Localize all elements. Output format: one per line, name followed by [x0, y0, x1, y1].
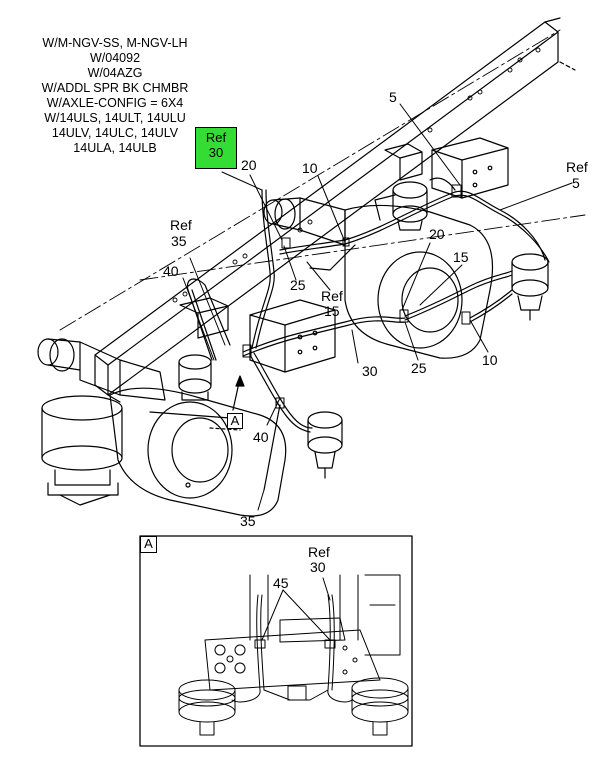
- callout-20[interactable]: 20: [241, 157, 257, 173]
- detail-a-label: A: [140, 536, 157, 553]
- note-line: W/M-NGV-SS, M-NGV-LH: [42, 36, 188, 50]
- ref-number: 30: [208, 145, 224, 160]
- callout-10[interactable]: 10: [302, 160, 318, 176]
- note-line: W/04AZG: [87, 66, 143, 80]
- detail-a-drawing: [178, 574, 409, 736]
- brake-chamber-rear-right: [511, 253, 549, 321]
- callout-20-right[interactable]: 20: [429, 226, 445, 242]
- brake-chamber-front-right: [307, 411, 343, 479]
- detail-a-frame: [139, 535, 413, 747]
- brake-chamber-front-left: [178, 354, 212, 401]
- callout-ref35-num[interactable]: 35: [171, 233, 187, 249]
- note-line: W/ADDL SPR BK CHMBR: [41, 81, 189, 95]
- rear-axle-hub: [263, 197, 346, 246]
- callout-ref15-ref[interactable]: Ref: [321, 288, 343, 304]
- note-line: W/AXLE-CONFIG = 6X4: [46, 96, 184, 110]
- front-axle-hub: [37, 338, 166, 401]
- view-arrow: [232, 375, 245, 411]
- callout-ref15-num[interactable]: 15: [324, 303, 340, 319]
- air-hose-15: [404, 270, 513, 323]
- detail-ref-number[interactable]: 30: [310, 559, 326, 575]
- bracket-front: [249, 299, 336, 373]
- hose-clips: [242, 184, 471, 409]
- ref-30-highlight[interactable]: Ref 30: [195, 127, 237, 169]
- note-line: 14ULA, 14ULB: [73, 141, 157, 155]
- callout-15[interactable]: 15: [453, 249, 469, 265]
- callout-30[interactable]: 30: [362, 363, 378, 379]
- rear-axle-housing: [309, 194, 494, 359]
- front-axle-housing: [109, 387, 287, 517]
- bracket-small-mid: [384, 143, 423, 181]
- callout-25[interactable]: 25: [290, 277, 306, 293]
- ref-label: Ref: [205, 130, 227, 145]
- frame-holes: [172, 47, 541, 303]
- frame-centerline: [59, 29, 561, 331]
- callout-40-bottom[interactable]: 40: [253, 429, 269, 445]
- callout-ref5-ref[interactable]: Ref: [566, 159, 588, 175]
- detail-ref-label[interactable]: Ref: [308, 544, 330, 560]
- note-line: W/14ULS, 14ULT, 14ULU: [44, 111, 186, 125]
- callout-5[interactable]: 5: [389, 89, 397, 105]
- callout-25-right[interactable]: 25: [411, 360, 427, 376]
- bracket-rear: [431, 137, 509, 199]
- air-spring-left: [41, 395, 123, 506]
- applicability-note: W/M-NGV-SS, M-NGV-LH W/04092 W/04AZG W/A…: [20, 36, 210, 156]
- frame-rail-upper: [94, 17, 576, 403]
- axle-centerline: [139, 214, 586, 281]
- callout-ref5-num[interactable]: 5: [572, 175, 580, 191]
- callout-35[interactable]: 35: [240, 513, 256, 529]
- brake-chamber-rear-left: [392, 181, 428, 231]
- air-hose-35: [249, 352, 313, 491]
- bracket-small-left: [179, 297, 229, 339]
- note-line: 14ULV, 14ULC, 14ULV: [51, 126, 179, 140]
- air-hose-10-mid: [279, 191, 456, 255]
- note-line: W/04092: [89, 51, 141, 65]
- callout-ref35-ref[interactable]: Ref: [170, 217, 192, 233]
- air-hose-30: [242, 316, 406, 357]
- callout-40[interactable]: 40: [163, 263, 179, 279]
- air-hose-ref30: [251, 189, 275, 349]
- leader-lines: [182, 103, 573, 511]
- callout-45[interactable]: 45: [273, 575, 289, 591]
- view-a-marker[interactable]: A: [227, 413, 243, 429]
- callout-10-right[interactable]: 10: [482, 352, 498, 368]
